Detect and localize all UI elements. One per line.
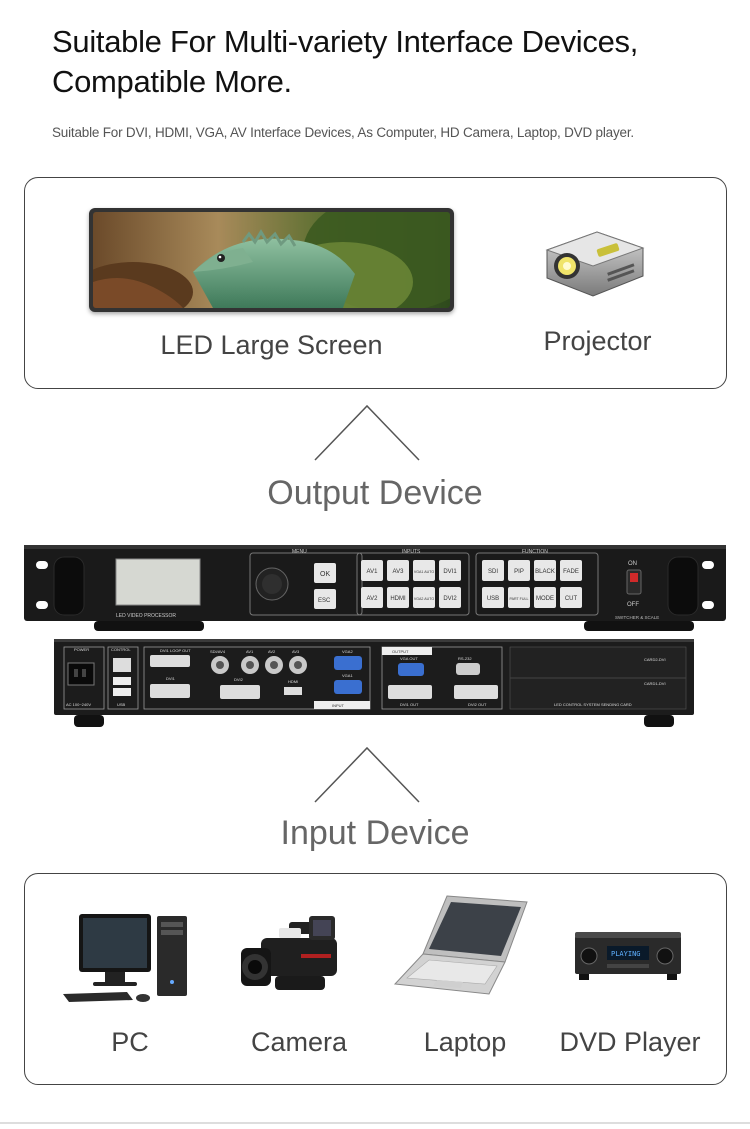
rear-av1-label: AV1 — [246, 649, 254, 654]
input-button-4[interactable] — [361, 587, 383, 608]
video-processor-image: LED VIDEO PROCESSOR MENU OK ESC INPUTS A… — [24, 545, 726, 727]
laptop-icon — [393, 895, 528, 995]
function-button-label-3: FADE — [563, 569, 579, 575]
function-button-1[interactable] — [508, 560, 530, 581]
function-title: FUNCTION — [522, 549, 548, 555]
menu-title: MENU — [292, 549, 307, 555]
function-button-0[interactable] — [482, 560, 504, 581]
function-button-4[interactable] — [482, 587, 504, 608]
input-button-5[interactable] — [387, 587, 409, 608]
inputs-title: INPUTS — [402, 549, 421, 555]
chevron-up-icon-input — [314, 746, 420, 803]
input-button-label-4: AV2 — [367, 596, 379, 602]
input-button-2[interactable] — [413, 560, 435, 581]
function-button-label-5: PART FULL — [510, 597, 529, 601]
switch-on-label: ON — [628, 561, 637, 567]
rear-power-label: POWER — [74, 647, 89, 652]
function-button-6[interactable] — [534, 587, 556, 608]
input-button-6[interactable] — [413, 587, 435, 608]
ok-button-label: OK — [320, 571, 330, 578]
function-button-label-7: CUT — [565, 596, 578, 602]
rear-control-label: CONTROL — [111, 647, 131, 652]
rear-vga2-label: VGA2 — [342, 649, 353, 654]
led-screen-image — [89, 208, 454, 312]
rear-vga1-label: VGA1 — [342, 673, 353, 678]
led-large-screen-label: LED Large Screen — [160, 330, 383, 360]
camera-icon — [241, 916, 337, 990]
rear-card2-label: CARD2-DVI — [644, 657, 666, 662]
input-button-7[interactable] — [439, 587, 461, 608]
bottom-divider — [0, 1122, 750, 1124]
function-button-label-0: SDI — [488, 569, 498, 575]
switch-caption: SWITCHER & SCALE — [615, 615, 659, 620]
rear-hdmi-label: HDMI — [288, 679, 298, 684]
rear-output-label: OUTPUT — [392, 649, 409, 654]
function-button-label-1: PIP — [514, 569, 524, 575]
rear-sdi-label: SDI/AV4 — [210, 649, 226, 654]
input-devices-panel: PC Camera Laptop PLAYING DVD Player — [24, 873, 727, 1085]
projector-label: Projector — [543, 326, 652, 356]
title-line-1: Suitable For Multi-variety Interface Dev… — [52, 24, 639, 59]
lcd-label: LED VIDEO PROCESSOR — [116, 613, 176, 619]
esc-button-label: ESC — [318, 598, 331, 604]
function-button-5[interactable] — [508, 587, 530, 608]
dvd-display-text: PLAYING — [611, 950, 641, 958]
rear-card1-label: CARD1-DVI — [644, 681, 666, 686]
input-button-label-1: AV3 — [393, 569, 405, 575]
output-device-heading: Output Device — [267, 474, 483, 512]
rear-dvi1-label: DVI1 — [166, 676, 176, 681]
rear-ac-label: AC 100~240V — [66, 702, 91, 707]
rear-usb-label: USB — [117, 702, 126, 707]
function-button-3[interactable] — [560, 560, 582, 581]
input-device-heading: Input Device — [280, 814, 470, 852]
rear-rs232-label: RS-232 — [458, 656, 472, 661]
page-title: Suitable For Multi-variety Interface Dev… — [52, 22, 732, 102]
input-button-label-2: VGA1 AUTO — [414, 570, 435, 574]
switch-off-label: OFF — [627, 602, 639, 608]
output-devices-panel: LED Large Screen Projector — [24, 177, 727, 389]
rear-sending-card-label: LED CONTROL SYSTEM SENDING CARD — [554, 702, 632, 707]
esc-button[interactable] — [314, 589, 336, 609]
lizard-illustration — [93, 212, 450, 308]
rear-dvi2-label: DVI2 — [234, 677, 244, 682]
input-button-label-5: HDMI — [390, 596, 406, 602]
function-button-2[interactable] — [534, 560, 556, 581]
pc-label: PC — [111, 1027, 149, 1057]
chevron-up-icon — [314, 404, 420, 461]
dvd-player-label: DVD Player — [559, 1027, 701, 1057]
page-subtitle: Suitable For DVI, HDMI, VGA, AV Interfac… — [52, 125, 634, 140]
camera-label: Camera — [250, 1027, 348, 1057]
rear-dvi1-out-label: DVI1 OUT — [400, 702, 419, 707]
input-button-label-6: VGA2 AUTO — [414, 597, 435, 601]
title-line-2: Compatible More. — [52, 64, 292, 99]
function-button-label-6: MODE — [536, 596, 554, 602]
rear-av3-label: AV3 — [292, 649, 300, 654]
rear-dvi1-loop-label: DVI1 LOOP OUT — [160, 648, 191, 653]
ok-button[interactable] — [314, 563, 336, 583]
rear-input-label: INPUT — [332, 703, 345, 708]
dvd-player-icon: PLAYING — [575, 932, 681, 980]
input-button-0[interactable] — [361, 560, 383, 581]
input-button-label-0: AV1 — [367, 569, 379, 575]
laptop-label: Laptop — [423, 1027, 507, 1057]
function-button-label-4: USB — [487, 596, 499, 602]
function-button-7[interactable] — [560, 587, 582, 608]
rear-vga-out-label: VGA OUT — [400, 656, 418, 661]
input-button-label-7: DVI2 — [443, 596, 457, 602]
input-button-label-3: DVI1 — [443, 569, 457, 575]
input-button-1[interactable] — [387, 560, 409, 581]
rear-dvi2-out-label: DVI2 OUT — [468, 702, 487, 707]
pc-icon — [63, 914, 187, 1002]
function-button-label-2: BLACK — [535, 569, 555, 575]
input-button-3[interactable] — [439, 560, 461, 581]
rear-av2-label: AV2 — [268, 649, 276, 654]
projector-icon — [545, 231, 645, 297]
